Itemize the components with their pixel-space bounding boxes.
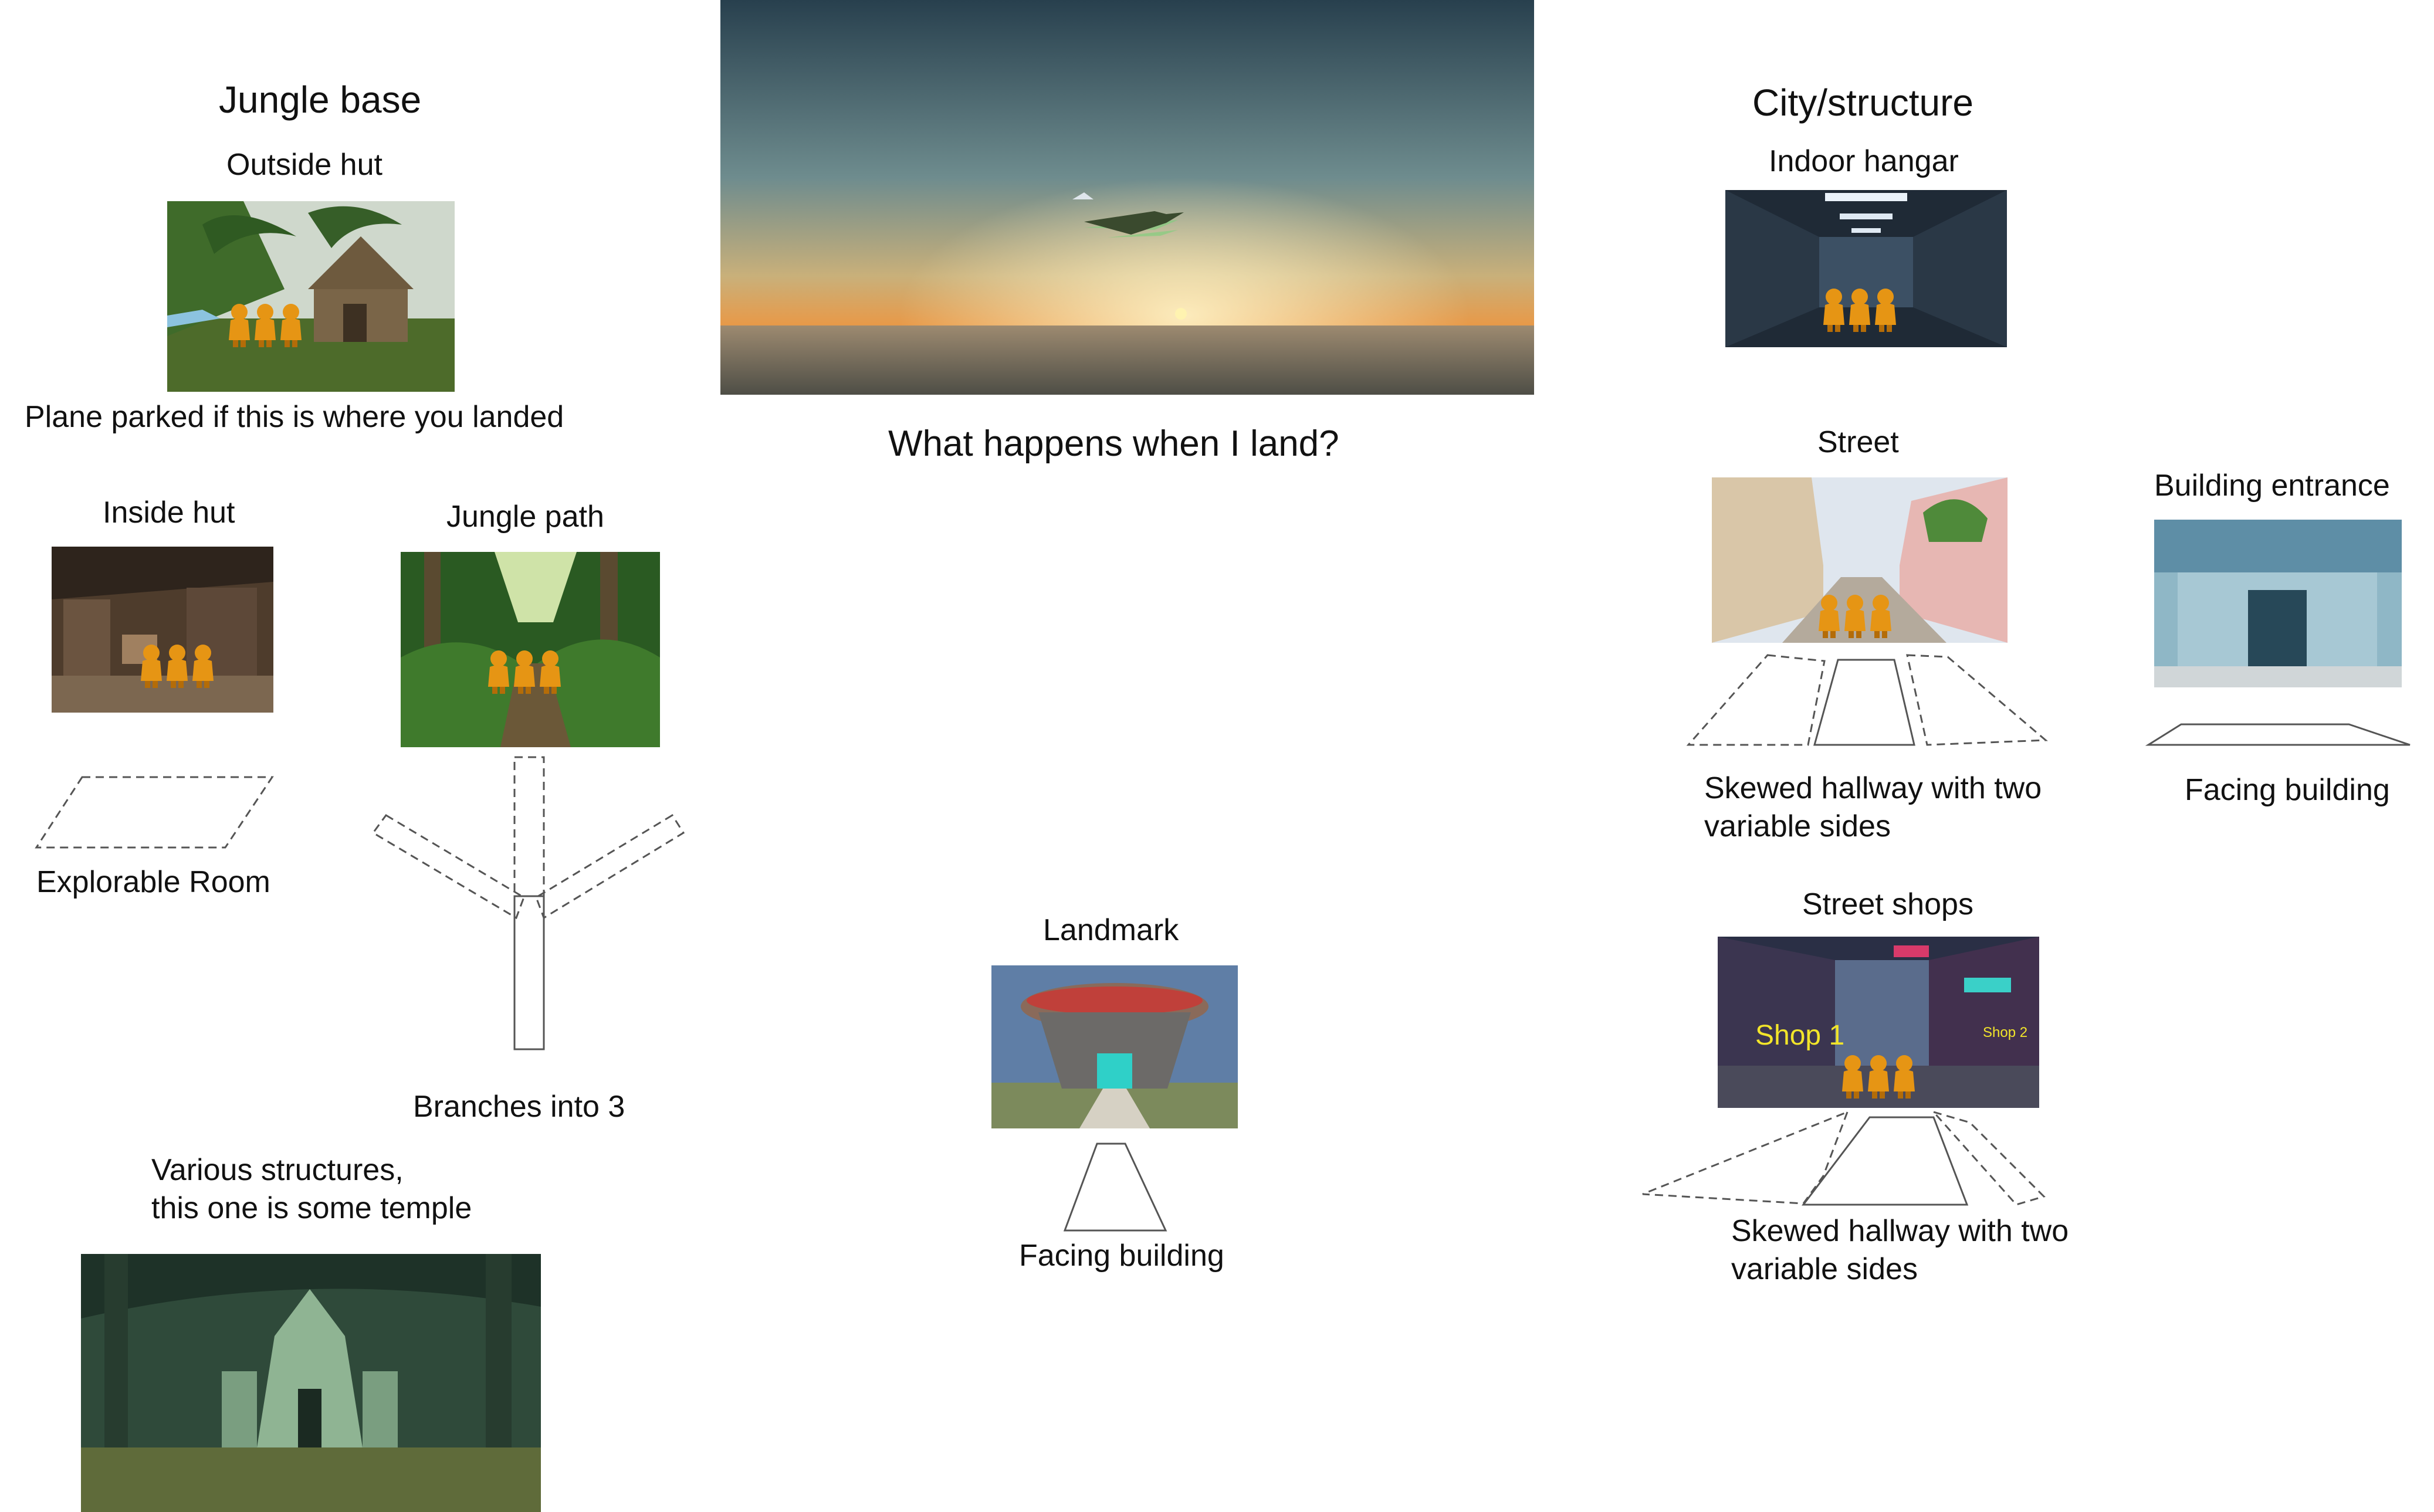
- inside-hut-label: Inside hut: [103, 496, 235, 530]
- building-entrance-image: [2154, 520, 2402, 687]
- hero-landing-image: [720, 0, 1534, 395]
- street-image: [1712, 477, 2008, 643]
- landmark-image: [991, 965, 1238, 1128]
- branches-label: Branches into 3: [413, 1090, 625, 1124]
- plane-parked-note: Plane parked if this is where you landed: [25, 400, 564, 434]
- city-structure-title: City/structure: [1752, 82, 1973, 124]
- hero-caption: What happens when I land?: [888, 423, 1339, 464]
- explorable-room-label: Explorable Room: [36, 865, 270, 899]
- branch-stem-bottom: [513, 895, 545, 1050]
- landmark-caption: Facing building: [1019, 1239, 1224, 1273]
- shops-right-wall: [1931, 1110, 2046, 1206]
- street-right-wall: [1906, 654, 2048, 746]
- street-left-wall: [1686, 654, 1826, 746]
- shop-2-label: Shop 2: [1983, 1025, 2028, 1040]
- temple-image: [81, 1254, 541, 1512]
- jungle-path-image: [401, 552, 660, 747]
- street-floor: [1813, 659, 1915, 746]
- landmark-label: Landmark: [1043, 913, 1179, 947]
- outside-hut-image: [167, 201, 455, 392]
- shop-1-label: Shop 1: [1755, 1020, 1845, 1051]
- outside-hut-label: Outside hut: [226, 148, 382, 182]
- structures-label: Various structures, this one is some tem…: [151, 1153, 472, 1225]
- street-shops-label: Street shops: [1802, 887, 1973, 921]
- branch-stem-top: [513, 756, 545, 897]
- building-entrance-label: Building entrance: [2154, 469, 2390, 503]
- shops-floor: [1801, 1116, 1969, 1206]
- shops-left-wall: [1642, 1110, 1849, 1205]
- jungle-base-title: Jungle base: [219, 79, 422, 121]
- indoor-hangar-label: Indoor hangar: [1769, 144, 1959, 178]
- landmark-facing-shape: [1063, 1143, 1167, 1232]
- street-shops-image: Shop 1 Shop 2: [1718, 937, 2039, 1108]
- plane-icon: [1072, 192, 1184, 238]
- jungle-path-label: Jungle path: [446, 500, 604, 534]
- inside-hut-image: [52, 547, 273, 713]
- explorable-room-shape: [35, 776, 274, 849]
- street-shops-caption: Skewed hallway with two variable sides: [1731, 1214, 2069, 1286]
- street-label: Street: [1817, 425, 1899, 459]
- street-caption: Skewed hallway with two variable sides: [1704, 771, 2042, 843]
- building-facing-shape: [2145, 723, 2411, 746]
- building-caption: Facing building: [2185, 773, 2390, 807]
- branch-left: [371, 814, 525, 920]
- branch-right: [535, 813, 685, 920]
- indoor-hangar-image: [1725, 190, 2007, 347]
